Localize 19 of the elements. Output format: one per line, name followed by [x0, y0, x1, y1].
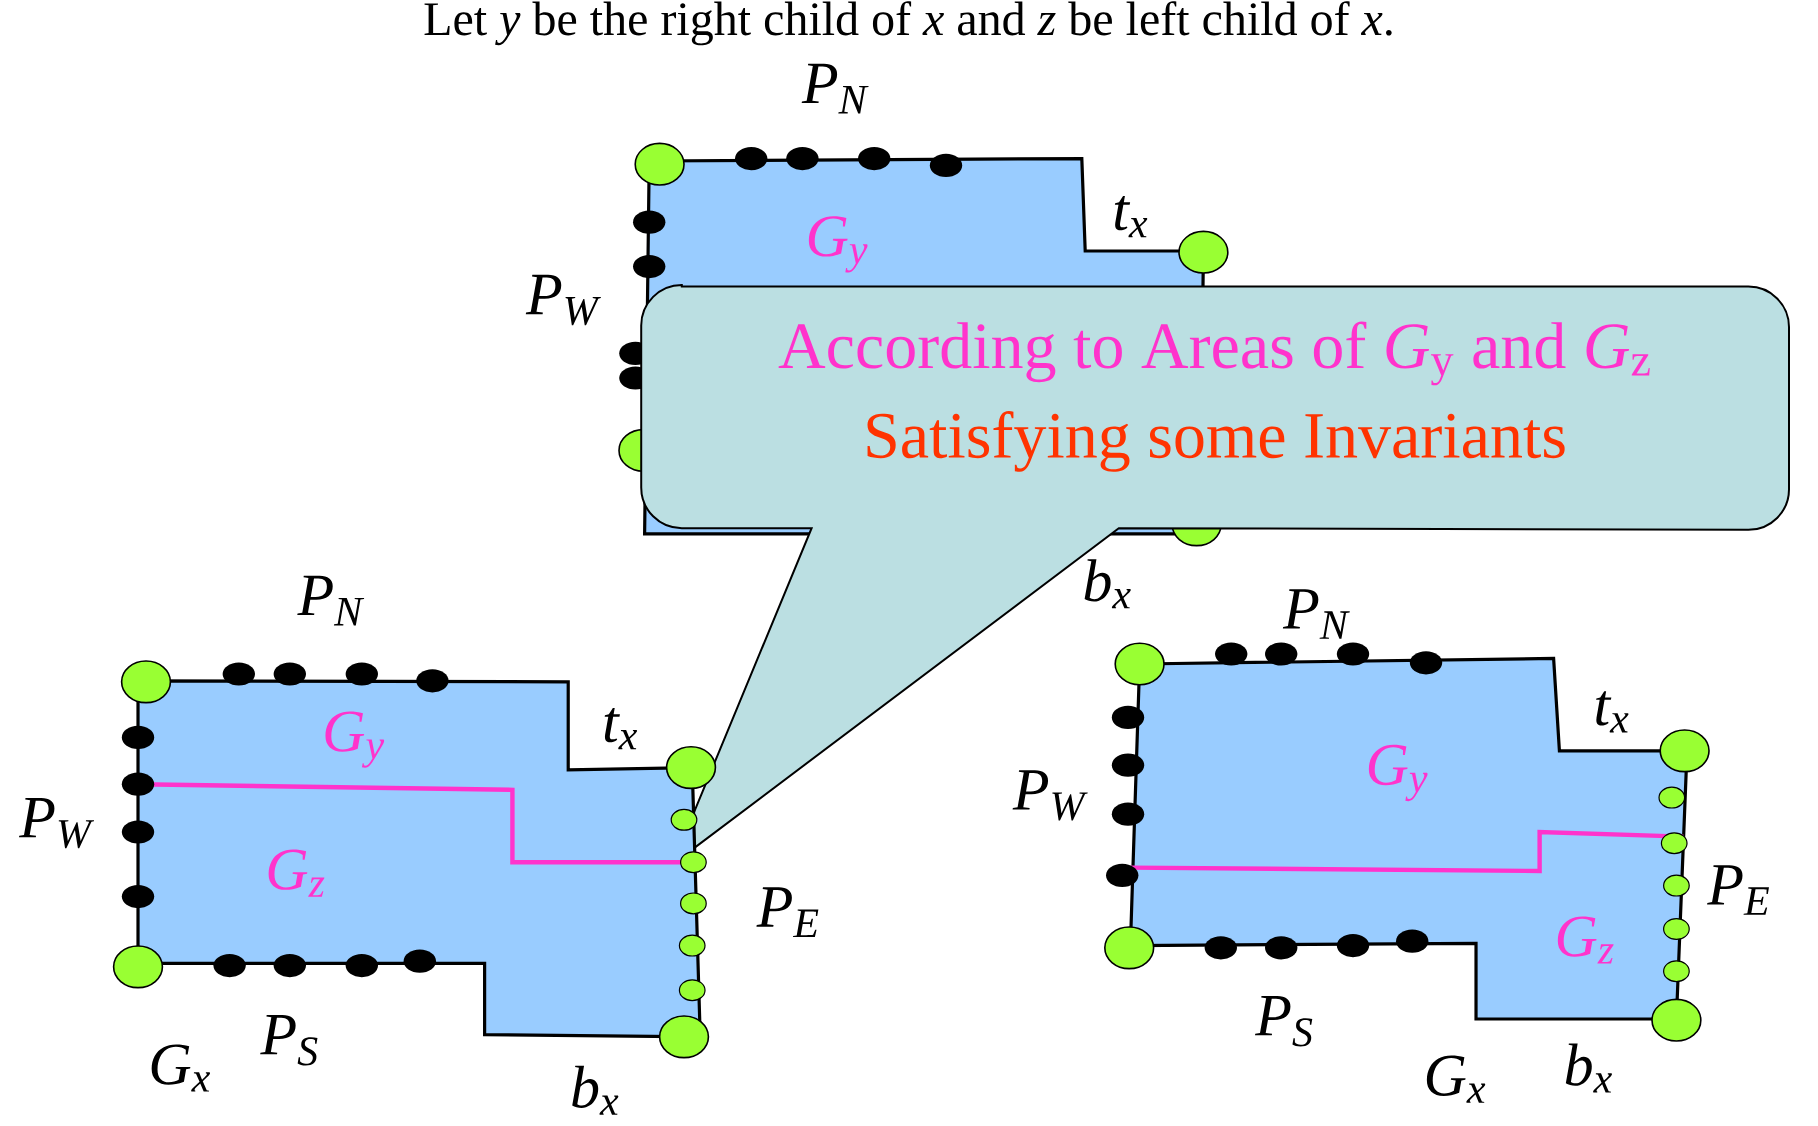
side-label: P$_{S}$: [260, 1015, 318, 1066]
side-label: G$_{x}$: [1426, 1055, 1486, 1103]
side-label: P$_{N}$: [801, 63, 869, 114]
side-label: b$_{x}$: [1565, 1043, 1612, 1093]
side-label: G$_{x}$: [151, 1044, 210, 1092]
side-label: t$_{x}$: [1596, 691, 1629, 733]
side-label: P$_{W}$: [1012, 770, 1088, 821]
side-label: b$_{x}$: [1084, 559, 1131, 609]
side-label: P$_{W}$: [525, 274, 601, 326]
side-label: b$_{x}$: [572, 1065, 619, 1115]
title-text: Let y be the right child of x and z be left child of x.: [424, 1, 1392, 46]
side-label: P$_{E}$: [756, 887, 819, 938]
side-label: t$_{x}$: [604, 708, 638, 750]
side-label: P$_{N}$: [1282, 589, 1350, 639]
side-label: P$_{S}$: [1255, 996, 1313, 1047]
side-label: P$_{N}$: [297, 575, 365, 626]
side-label: P$_{E}$: [1707, 865, 1769, 915]
side-label: t$_{x}$: [1114, 196, 1148, 238]
side-label: P$_{W}$: [19, 798, 95, 849]
